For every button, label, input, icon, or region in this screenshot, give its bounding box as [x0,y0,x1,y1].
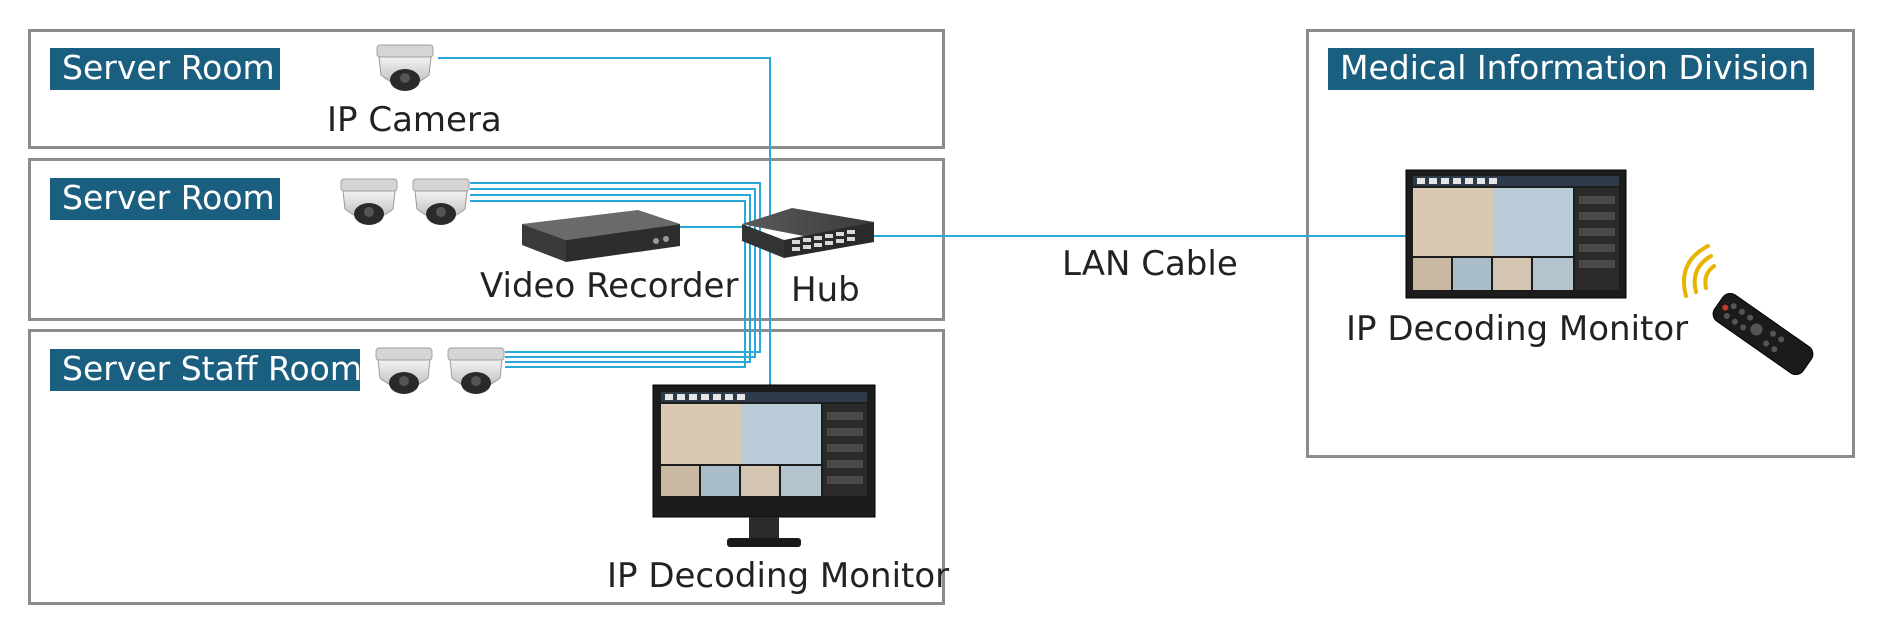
video-recorder-icon [522,210,680,262]
ip-camera-icon [376,44,434,91]
camera-icon-staff-a [375,347,433,394]
monitor-medical-label: IP Decoding Monitor [1346,309,1689,349]
wireless-signal-icon [1681,244,1716,298]
remote-control-icon [1712,292,1814,376]
cable-camera-pair-2-a [470,182,761,353]
hub-icon [742,208,874,258]
room-label-server-staff: Server Staff Room [50,349,362,391]
cable-camera-pair-2-b [470,188,756,358]
room-server-1: Server Room [28,29,945,149]
room-label-server-1: Server Room [50,48,280,90]
camera-icon-server2-b [412,178,470,225]
cable-camera-pair-2-d [470,200,746,368]
monitor-staff-label: IP Decoding Monitor [607,556,950,596]
camera-icon-staff-b [447,347,505,394]
room-label-medical-info: Medical Information Division [1328,48,1814,90]
cable-ip-camera-to-hub [438,57,771,216]
room-label-server-2: Server Room [50,178,280,220]
cable-camera-pair-2-c [470,194,751,363]
hub-label: Hub [791,270,860,310]
ip-camera-label: IP Camera [327,100,502,140]
monitor-icon-medical [1405,169,1627,299]
lan-cables [438,57,1406,388]
camera-icon-server2-a [340,178,398,225]
monitor-icon-staff [652,384,876,547]
lan-cable-label: LAN Cable [1062,244,1238,284]
video-recorder-label: Video Recorder [480,266,739,306]
